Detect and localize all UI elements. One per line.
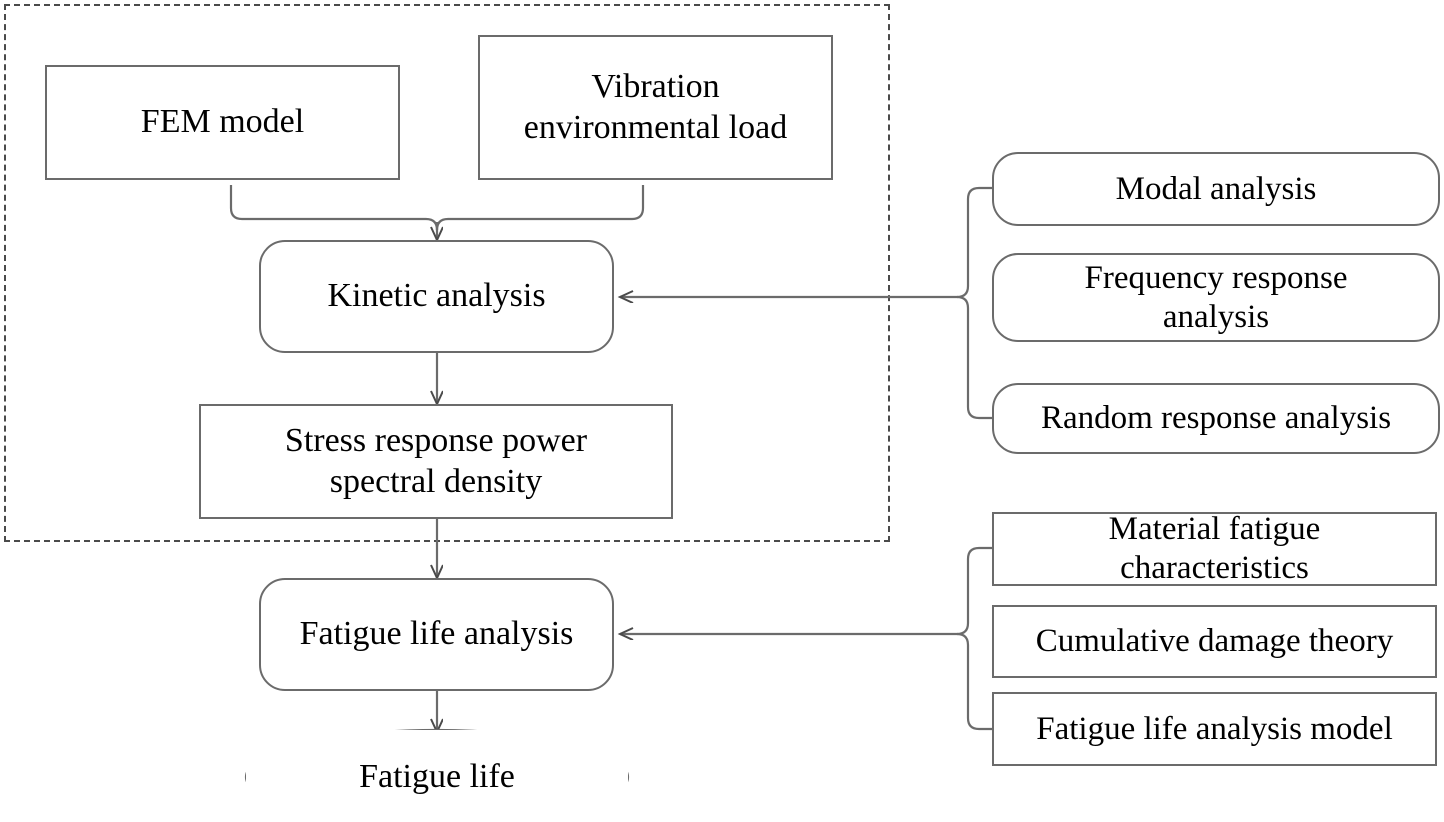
node-fatigue-life-analysis-model[interactable]: Fatigue life analysis model — [992, 692, 1437, 766]
node-cumulative-damage-theory[interactable]: Cumulative damage theory — [992, 605, 1437, 678]
node-material-fatigue-characteristics-label: Material fatigue characteristics — [1108, 511, 1321, 586]
node-material-fatigue-characteristics[interactable]: Material fatigue characteristics — [992, 511, 1437, 586]
node-vibration-environmental-load[interactable]: Vibration environmental load — [478, 35, 833, 180]
node-fatigue-life-analysis-model-label: Fatigue life analysis model — [1036, 710, 1393, 747]
node-fem-model[interactable]: FEM model — [45, 65, 400, 180]
node-frequency-response-analysis-label: Frequency response analysis — [1084, 259, 1348, 335]
node-frequency-response-analysis[interactable]: Frequency response analysis — [992, 253, 1440, 342]
node-fem-model-label: FEM model — [140, 103, 305, 141]
node-vibration-environmental-load-label: Vibration environmental load — [523, 68, 788, 146]
brace-fatigue-inputs — [620, 546, 992, 731]
node-fatigue-life-analysis-label: Fatigue life analysis — [299, 615, 574, 653]
node-modal-analysis-label: Modal analysis — [1115, 170, 1317, 207]
dashed-region-dynamic-analysis — [4, 4, 890, 542]
node-modal-analysis[interactable]: Modal analysis — [992, 152, 1440, 226]
node-kinetic-analysis[interactable]: Kinetic analysis — [259, 240, 614, 353]
node-random-response-analysis-label: Random response analysis — [1040, 400, 1392, 437]
node-kinetic-analysis-label: Kinetic analysis — [327, 277, 546, 315]
node-fatigue-life-analysis[interactable]: Fatigue life analysis — [259, 578, 614, 691]
node-stress-response-psd-label: Stress response power spectral density — [284, 422, 588, 500]
node-cumulative-damage-theory-label: Cumulative damage theory — [1035, 623, 1394, 660]
node-fatigue-life[interactable]: Fatigue life — [246, 730, 628, 822]
node-stress-response-psd[interactable]: Stress response power spectral density — [199, 404, 673, 519]
node-fatigue-life-label: Fatigue life — [359, 757, 515, 795]
node-random-response-analysis[interactable]: Random response analysis — [992, 383, 1440, 454]
